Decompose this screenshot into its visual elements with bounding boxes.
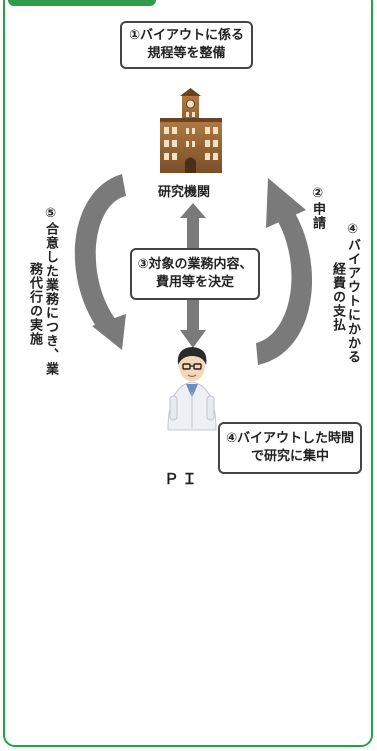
focus-box: ④バイアウトした時間 で研究に集中 [218,422,362,474]
content-frame [3,0,373,747]
researcher-icon [167,347,217,431]
right-curved-arrow [256,178,313,365]
tasks-box: ③対象の業務内容、 費用等を決定 [130,248,260,300]
bylaws-line-1: ①バイアウトに係る [128,28,244,43]
agency-label-col1: ⑤合意した業務につき、業 [43,206,58,376]
focus-line-1: ④バイアウトした時間 [225,431,354,446]
bylaws-line-2: 規程等を整備 [147,46,226,61]
agency-label-col2: 務代行の実施 [27,262,42,346]
payment-label-col2: 経費の支払 [330,262,345,332]
university-building-icon [160,88,222,173]
institution-label: 研究機関 [158,185,211,200]
payment-label-col1: ④バイアウトにかかる [345,222,360,364]
tasks-line-1: ③対象の業務内容、 [137,257,253,272]
frame-tab [8,0,156,6]
focus-line-2: で研究に集中 [250,449,329,464]
bylaws-box: ①バイアウトに係る 規程等を整備 [120,21,253,69]
pi-label: ＰＩ [164,470,201,488]
tasks-line-2: 費用等を決定 [155,275,234,290]
left-curved-arrow [74,174,126,350]
apply-label: ②申請 [310,186,325,230]
